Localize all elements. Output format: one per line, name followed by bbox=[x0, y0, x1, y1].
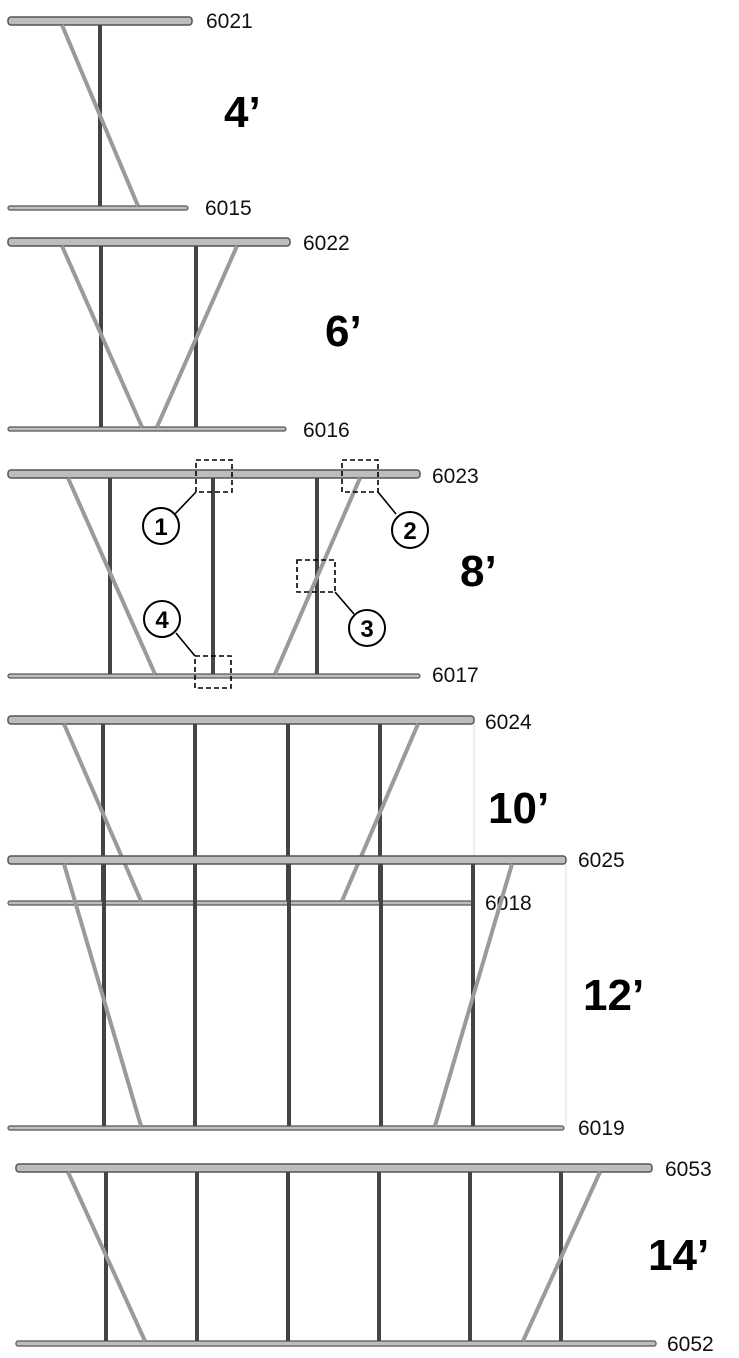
callout-circle bbox=[348, 609, 386, 647]
callout-4: 4 bbox=[143, 600, 232, 689]
diagonal-brace bbox=[62, 723, 143, 902]
bottom-part-number: 6017 bbox=[432, 664, 479, 687]
diagonal-brace bbox=[155, 245, 239, 428]
top-part-number: 6021 bbox=[206, 10, 253, 33]
diagonal-brace bbox=[273, 477, 362, 675]
bottom-part-number: 6015 bbox=[205, 197, 252, 220]
bottom-part-number: 6019 bbox=[578, 1117, 625, 1140]
diagonal-brace bbox=[340, 723, 420, 902]
top-rail bbox=[7, 237, 291, 247]
callout-2: 2 bbox=[341, 459, 429, 549]
top-rail bbox=[15, 1163, 653, 1173]
diagonal-brace bbox=[521, 1171, 602, 1342]
leader-line bbox=[377, 491, 397, 515]
top-part-number: 6025 bbox=[578, 849, 625, 872]
diagonal-brace bbox=[66, 1171, 147, 1342]
top-rail bbox=[7, 16, 193, 26]
gate-6ft: 6022 6016 6’ bbox=[7, 232, 362, 442]
gate-size-label: 6’ bbox=[325, 307, 362, 356]
bottom-part-number: 6016 bbox=[303, 419, 350, 442]
gate-14ft: 6053 6052 14’ bbox=[15, 1158, 714, 1356]
bottom-rail bbox=[7, 1125, 565, 1131]
diagonal-brace bbox=[60, 245, 144, 428]
bottom-rail bbox=[15, 1340, 657, 1347]
diagonal-brace bbox=[66, 477, 157, 675]
detail-box bbox=[296, 559, 336, 593]
callout-number: 3 bbox=[360, 616, 373, 643]
gate-4ft: 6021 6015 4’ bbox=[7, 10, 261, 220]
detail-box bbox=[195, 459, 233, 493]
diagonal-brace bbox=[433, 863, 514, 1127]
top-rail bbox=[7, 855, 567, 865]
callout-circle bbox=[391, 511, 429, 549]
top-rail bbox=[7, 469, 421, 479]
diagonal-brace bbox=[60, 24, 140, 207]
top-rail bbox=[7, 715, 475, 725]
bottom-rail bbox=[7, 426, 287, 432]
callout-circle bbox=[142, 507, 180, 545]
gate-10ft: 6024 6018 10’ bbox=[7, 711, 549, 915]
bottom-part-number: 6052 bbox=[667, 1333, 714, 1356]
bottom-rail bbox=[7, 205, 189, 211]
bottom-rail bbox=[7, 673, 421, 679]
callout-number: 1 bbox=[154, 514, 167, 541]
top-part-number: 6053 bbox=[665, 1158, 712, 1181]
callout-circle bbox=[143, 600, 181, 638]
callout-3: 3 bbox=[296, 559, 386, 647]
diagonal-brace bbox=[62, 863, 143, 1127]
gate-size-label: 8’ bbox=[460, 547, 497, 596]
callout-number: 2 bbox=[403, 518, 416, 545]
callout-number: 4 bbox=[155, 607, 169, 634]
leader-line bbox=[175, 632, 196, 657]
leader-line bbox=[174, 491, 197, 515]
top-part-number: 6024 bbox=[485, 711, 532, 734]
callout-1: 1 bbox=[142, 459, 233, 545]
gate-size-label: 10’ bbox=[488, 784, 549, 833]
bottom-part-number: 6018 bbox=[485, 892, 532, 915]
detail-box bbox=[341, 459, 379, 493]
gate-12ft: 6025 6019 12’ bbox=[7, 849, 644, 1140]
gate-size-label: 14’ bbox=[648, 1231, 709, 1280]
gate-8ft: 6023 6017 8’ 1 2 3 4 bbox=[7, 459, 497, 689]
gate-size-label: 4’ bbox=[224, 88, 261, 137]
leader-line bbox=[334, 591, 355, 615]
detail-box bbox=[194, 655, 232, 689]
top-part-number: 6023 bbox=[432, 465, 479, 488]
gate-size-label: 12’ bbox=[583, 971, 644, 1020]
top-part-number: 6022 bbox=[303, 232, 350, 255]
